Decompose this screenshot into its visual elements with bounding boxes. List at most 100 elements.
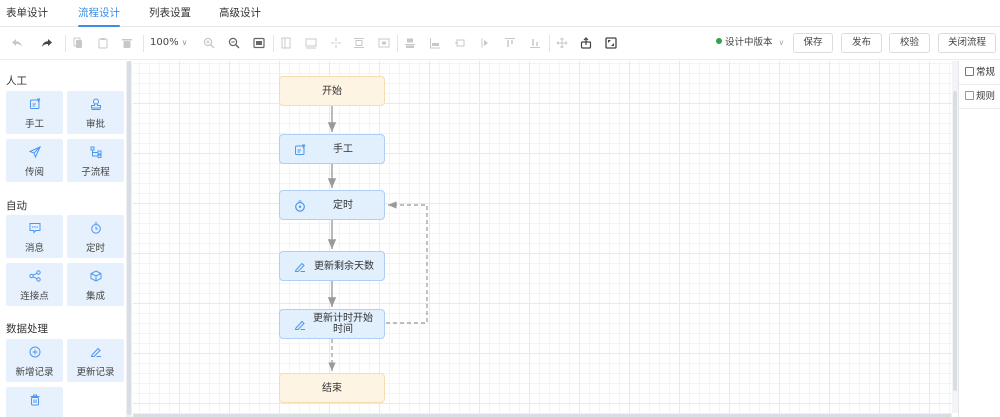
scrollbar-thumb[interactable]: [133, 414, 951, 417]
validate-button[interactable]: 校验: [889, 33, 930, 53]
zoom-level-value: 100%: [150, 37, 179, 48]
flow-node-update-remaining-days[interactable]: 更新剩余天数: [279, 251, 385, 281]
scrollbar-thumb[interactable]: [127, 61, 131, 415]
palette-scrollbar[interactable]: [126, 61, 132, 417]
send-icon: [6, 146, 63, 159]
palette-item-label: 子流程: [81, 167, 110, 178]
fit-icon[interactable]: [252, 36, 266, 50]
align-top-icon[interactable]: [352, 36, 366, 50]
tab-list-settings[interactable]: 列表设置: [149, 7, 191, 19]
rule-icon: [965, 91, 974, 100]
version-select[interactable]: 设计中版本∨: [716, 36, 784, 50]
redo-icon[interactable]: [40, 36, 54, 50]
edge-loop-update-start-timer[interactable]: [386, 201, 428, 324]
palette-group-title: 自动: [6, 200, 27, 212]
tab-advanced-design[interactable]: 高级设计: [219, 7, 261, 19]
flow-node-start[interactable]: 开始: [279, 76, 385, 106]
share-icon: [6, 270, 63, 283]
align-top2-icon[interactable]: [503, 36, 517, 50]
node-palette: 人工 手工 审批 传阅 子流程 自动 消息 定时 连接点 集成 数据处理 新增记…: [0, 61, 126, 417]
palette-item-delete-record[interactable]: [6, 387, 63, 417]
flow-node-update-timer-start[interactable]: 更新计时开始 时间: [279, 309, 385, 339]
palette-item-label: 传阅: [24, 167, 44, 178]
move-icon[interactable]: [555, 36, 569, 50]
panel-tab-label: 规则: [976, 91, 996, 102]
canvas-horizontal-scrollbar[interactable]: [133, 413, 952, 417]
chevron-down-icon: ∨: [181, 38, 188, 47]
undo-icon[interactable]: [10, 36, 24, 50]
scrollbar-thumb[interactable]: [953, 91, 957, 391]
flow-node-timer[interactable]: 定时: [279, 190, 385, 220]
timer-icon: [294, 200, 306, 212]
export-icon[interactable]: [579, 36, 593, 50]
align-bottom2-icon[interactable]: [528, 36, 542, 50]
palette-item-label: 连接点: [20, 291, 49, 302]
toolbar-divider: [397, 35, 398, 52]
palette-item-message[interactable]: 消息: [6, 215, 63, 258]
node-label: 定时: [333, 199, 353, 211]
toolbar-divider: [65, 35, 66, 52]
palette-item-label: 定时: [85, 243, 105, 254]
pen-icon: [67, 346, 124, 359]
palette-item-label: 集成: [85, 291, 105, 302]
palette-item-manual[interactable]: 手工: [6, 91, 63, 134]
tab-form-design[interactable]: 表单设计: [6, 7, 48, 19]
canvas-vertical-scrollbar[interactable]: [952, 61, 958, 413]
palette-item-approval[interactable]: 审批: [67, 91, 124, 134]
toolbar-divider: [549, 35, 550, 52]
palette-item-timer[interactable]: 定时: [67, 215, 124, 258]
node-label: 更新剩余天数: [314, 260, 374, 272]
flow-node-end[interactable]: 结束: [279, 373, 385, 403]
zoom-select[interactable]: 100%∨: [150, 36, 187, 50]
subflow-icon: [67, 146, 124, 159]
edit-form-icon: [294, 144, 306, 156]
trash-icon: [6, 394, 63, 407]
publish-button[interactable]: 发布: [841, 33, 882, 53]
palette-item-add-record[interactable]: 新增记录: [6, 339, 63, 382]
tab-flow-design[interactable]: 流程设计: [78, 0, 120, 27]
message-icon: [6, 222, 63, 235]
pen-icon: [294, 319, 306, 331]
align-vbottom-icon[interactable]: [428, 36, 442, 50]
delete-icon[interactable]: [120, 36, 134, 50]
zoom-out-icon[interactable]: [227, 36, 241, 50]
copy-icon[interactable]: [71, 36, 85, 50]
top-tabs: 表单设计 流程设计 列表设置 高级设计: [0, 0, 1000, 27]
pen-icon: [294, 261, 306, 273]
flow-edges: [327, 106, 428, 371]
panel-tab-rules[interactable]: 规则: [959, 85, 1000, 109]
flow-canvas[interactable]: 开始 手工 定时 更新剩余天数 更新计时开始 时间 结束: [133, 61, 952, 413]
save-button[interactable]: 保存: [793, 33, 833, 53]
toolbar: 100%∨: [0, 27, 1000, 60]
align-bottom-icon[interactable]: [304, 36, 318, 50]
palette-item-label: 审批: [85, 119, 105, 130]
distribute-icon[interactable]: [403, 36, 417, 50]
align-middle-icon[interactable]: [377, 36, 391, 50]
panel-tab-general[interactable]: 常规: [959, 61, 1000, 85]
align-left-icon[interactable]: [279, 36, 293, 50]
align-hcenter-icon[interactable]: [478, 36, 492, 50]
node-label: 开始: [322, 85, 342, 97]
edit-form-icon: [6, 98, 63, 111]
close-flow-button[interactable]: 关闭流程: [938, 33, 996, 53]
fullscreen-icon[interactable]: [604, 36, 618, 50]
palette-item-label: 新增记录: [15, 367, 54, 378]
palette-item-update-record[interactable]: 更新记录: [67, 339, 124, 382]
flow-node-manual[interactable]: 手工: [279, 134, 385, 164]
palette-item-subflow[interactable]: 子流程: [67, 139, 124, 182]
align-right-icon[interactable]: [453, 36, 467, 50]
toolbar-divider: [143, 35, 144, 52]
node-label: 手工: [333, 143, 353, 155]
timer-icon: [67, 222, 124, 235]
paste-icon[interactable]: [96, 36, 110, 50]
palette-item-connector[interactable]: 连接点: [6, 263, 63, 306]
palette-item-integration[interactable]: 集成: [67, 263, 124, 306]
palette-item-circulate[interactable]: 传阅: [6, 139, 63, 182]
palette-item-label: 更新记录: [76, 367, 115, 378]
form-icon: [965, 67, 974, 76]
center-icon[interactable]: [329, 36, 343, 50]
version-status-label: 设计中版本: [725, 37, 773, 48]
zoom-in-icon[interactable]: [202, 36, 216, 50]
palette-group-title: 人工: [6, 75, 27, 87]
cube-icon: [67, 270, 124, 283]
